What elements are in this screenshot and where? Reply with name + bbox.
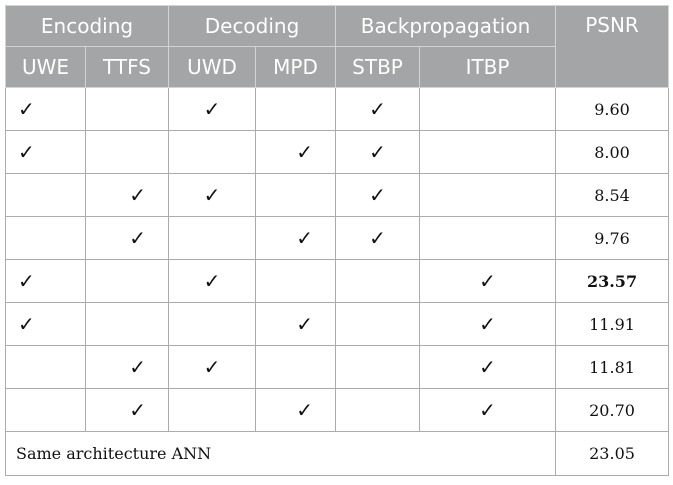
cell-ttfs-check: ✓	[84, 345, 170, 389]
ann-psnr-value: 23.05	[555, 431, 670, 476]
cell-uwe-empty	[5, 216, 86, 260]
table-body: ✓✓✓9.60✓✓✓8.00✓✓✓8.54✓✓✓9.76✓✓✓23.57✓✓✓1…	[4, 87, 670, 476]
cell-itbp-check: ✓	[419, 388, 557, 432]
cell-uwe-check: ✓	[5, 302, 86, 346]
cell-itbp-check: ✓	[419, 345, 557, 389]
table-row: ✓✓✓11.81	[5, 345, 670, 389]
subheader-stbp: STBP	[335, 46, 421, 88]
header-encoding: Encoding	[4, 5, 170, 47]
cell-uwe-empty	[5, 345, 86, 389]
cell-ttfs-empty	[84, 259, 170, 303]
cell-itbp-empty	[419, 173, 557, 217]
header-backpropagation: Backpropagation	[335, 5, 557, 47]
cell-mpd-check: ✓	[255, 216, 337, 260]
cell-stbp-check: ✓	[335, 216, 421, 260]
cell-ttfs-empty	[84, 130, 170, 174]
cell-uwe-empty	[5, 388, 86, 432]
cell-stbp-check: ✓	[335, 87, 421, 131]
table-header: Encoding Decoding Backpropagation PSNR U…	[4, 5, 670, 88]
subheader-ttfs: TTFS	[84, 46, 170, 88]
cell-psnr-value: 8.00	[555, 130, 670, 174]
cell-uwd-empty	[168, 388, 257, 432]
table-row: ✓ ✓ ✓ 9.60	[5, 87, 670, 131]
cell-ttfs-check: ✓	[84, 173, 170, 217]
cell-psnr-value: 9.60	[555, 87, 670, 131]
cell-uwd-empty	[168, 216, 257, 260]
ann-row: Same architecture ANN 23.05	[4, 431, 670, 476]
header-psnr: PSNR	[555, 5, 670, 88]
cell-psnr-value: 8.54	[555, 173, 670, 217]
cell-uwe-check: ✓	[5, 130, 86, 174]
cell-ttfs-check: ✓	[84, 216, 170, 260]
cell-stbp-empty	[335, 302, 421, 346]
cell-uwe-check: ✓	[5, 87, 86, 131]
cell-stbp-check: ✓	[335, 130, 421, 174]
cell-stbp-empty	[335, 388, 421, 432]
subheader-uwd: UWD	[168, 46, 257, 88]
ann-label: Same architecture ANN	[4, 431, 557, 476]
cell-stbp-empty	[335, 345, 421, 389]
results-table: Encoding Decoding Backpropagation PSNR U…	[4, 5, 670, 476]
cell-itbp-empty	[419, 130, 557, 174]
cell-itbp-empty	[419, 216, 557, 260]
cell-mpd-check: ✓	[255, 388, 337, 432]
cell-mpd-empty	[255, 259, 337, 303]
cell-itbp-check: ✓	[419, 259, 557, 303]
cell-mpd-check: ✓	[255, 302, 337, 346]
cell-ttfs-empty	[84, 87, 170, 131]
cell-uwd-check: ✓	[168, 259, 257, 303]
subheader-itbp: ITBP	[419, 46, 557, 88]
table-row: ✓✓✓8.54	[5, 173, 670, 217]
table-row: ✓✓✓11.91	[5, 302, 670, 346]
cell-ttfs-check: ✓	[84, 388, 170, 432]
cell-mpd-empty	[255, 345, 337, 389]
cell-psnr-value: 11.81	[555, 345, 670, 389]
table-row: ✓✓✓8.00	[5, 130, 670, 174]
cell-mpd-empty	[255, 173, 337, 217]
table-row: ✓✓✓20.70	[5, 388, 670, 432]
cell-psnr-value: 23.57	[555, 259, 670, 303]
cell-uwd-check: ✓	[168, 345, 257, 389]
cell-uwe-empty	[5, 173, 86, 217]
table-row: ✓✓✓23.57	[5, 259, 670, 303]
cell-stbp-check: ✓	[335, 173, 421, 217]
cell-psnr-value: 9.76	[555, 216, 670, 260]
subheader-uwe: UWE	[5, 46, 86, 88]
cell-itbp-empty	[419, 87, 557, 131]
cell-psnr-value: 20.70	[555, 388, 670, 432]
cell-uwe-check: ✓	[5, 259, 86, 303]
cell-mpd-empty	[255, 87, 337, 131]
cell-itbp-check: ✓	[419, 302, 557, 346]
cell-mpd-check: ✓	[255, 130, 337, 174]
cell-stbp-empty	[335, 259, 421, 303]
cell-uwd-empty	[168, 130, 257, 174]
subheader-mpd: MPD	[255, 46, 337, 88]
cell-uwd-check: ✓	[168, 87, 257, 131]
cell-uwd-check: ✓	[168, 173, 257, 217]
cell-psnr-value: 11.91	[555, 302, 670, 346]
cell-uwd-empty	[168, 302, 257, 346]
header-decoding: Decoding	[168, 5, 337, 47]
cell-ttfs-empty	[84, 302, 170, 346]
table-row: ✓✓✓9.76	[5, 216, 670, 260]
